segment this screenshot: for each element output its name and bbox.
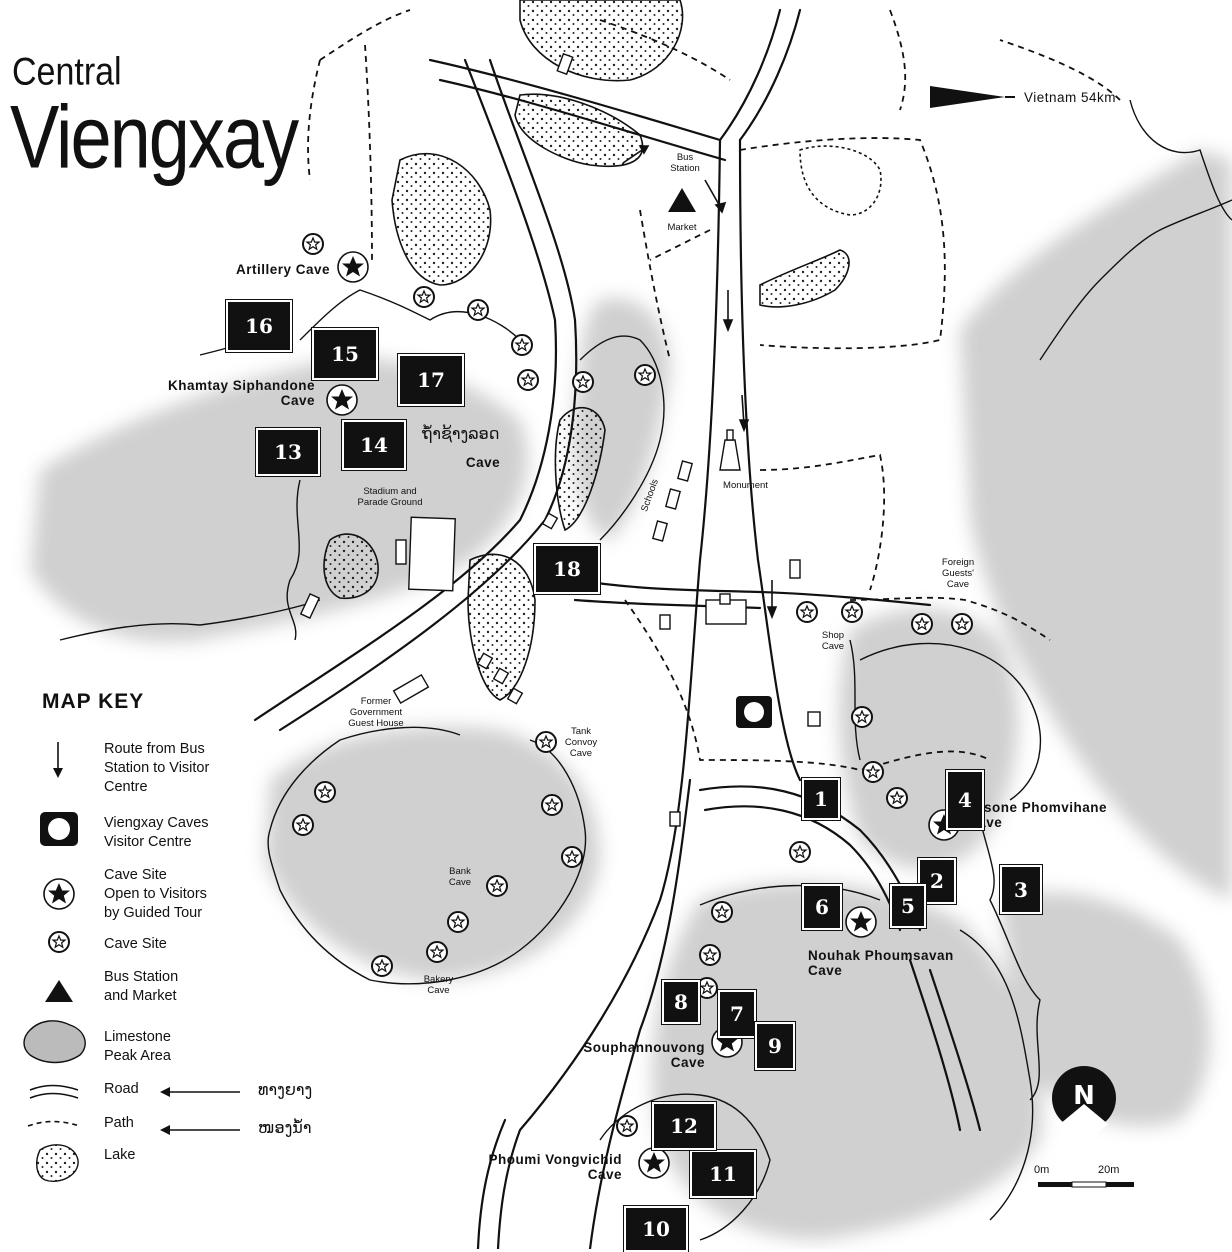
scale-end-label: 20m [1098, 1164, 1120, 1176]
legend-limestone: Limestone Peak Area [104, 1029, 171, 1064]
legend-bus-station: Bus Station and Market [104, 969, 179, 1004]
visitor-centre-icon[interactable] [736, 696, 772, 728]
legend-road: Road [104, 1081, 139, 1097]
marker-1[interactable]: 1 [801, 777, 841, 821]
marker-17[interactable]: 17 [397, 353, 465, 407]
label-khamtay-cave: Khamtay Siphandone Cave [167, 378, 315, 408]
label-lao-cave-name: ຖ້ຳຊ້າງລອດ [422, 424, 500, 443]
label-bank-cave: Bank Cave [448, 866, 472, 888]
label-former-guest-house: Former Government Guest House [348, 696, 404, 729]
marker-15[interactable]: 15 [311, 327, 379, 381]
legend-tour-cave: Cave Site Open to Visitors by Guided Tou… [104, 867, 207, 921]
legend-path-lao: ໜອງນ້ຳ [258, 1118, 312, 1137]
label-stadium: Stadium and Parade Ground [357, 486, 423, 508]
marker-14[interactable]: 14 [341, 419, 407, 471]
limestone-outlines [59, 99, 1232, 1241]
legend-symbols [23, 742, 240, 1182]
vietnam-label: Vietnam 54km [1024, 90, 1117, 105]
label-foreign-guests-cave: Foreign Guests' Cave [941, 557, 975, 590]
marker-9[interactable]: 9 [754, 1021, 796, 1071]
scale-start-label: 0m [1034, 1164, 1050, 1176]
map-key: MAP KEY [24, 690, 254, 714]
lakes [323, 0, 882, 701]
map-title-line1: Central [12, 50, 122, 94]
north-letter: N [1073, 1081, 1095, 1111]
label-market: Market [667, 222, 697, 233]
north-arrow-icon: N [1052, 1066, 1116, 1135]
buildings [299, 52, 821, 827]
legend-lake: Lake [104, 1147, 136, 1163]
vietnam-arrow-icon [930, 86, 1015, 108]
label-souphanouvong-cave: Souphannouvong Cave [583, 1040, 705, 1070]
label-bus-station: Bus Station [670, 152, 700, 174]
marker-13[interactable]: 13 [255, 427, 321, 477]
label-artillery-cave: Artillery Cave [235, 262, 330, 277]
marker-10[interactable]: 10 [623, 1205, 689, 1252]
marker-8[interactable]: 8 [661, 979, 701, 1025]
marker-11[interactable]: 11 [689, 1149, 757, 1199]
label-phoumi-cave: Phoumi Vongvichid Cave [488, 1152, 622, 1182]
marker-4[interactable]: 4 [945, 769, 985, 831]
bus-station-icon[interactable] [668, 188, 696, 212]
legend-cave-site: Cave Site [104, 936, 167, 952]
marker-18[interactable]: 18 [533, 543, 601, 595]
legend-route: Route from Bus Station to Visitor Centre [104, 741, 210, 795]
marker-3[interactable]: 3 [999, 864, 1043, 915]
marker-12[interactable]: 12 [651, 1101, 717, 1151]
paths [307, 9, 1121, 771]
label-shop-cave: Shop Cave [821, 630, 845, 652]
marker-6[interactable]: 6 [801, 883, 843, 931]
legend-road-lao: ທາງຍາງ [258, 1080, 313, 1099]
scale-bar [1038, 1181, 1134, 1188]
label-nouhak-cave: Nouhak Phoumsavan Cave [808, 948, 954, 978]
map-title-line2: Viengxay [10, 87, 299, 187]
map-key-heading: MAP KEY [42, 690, 145, 713]
legend-path: Path [104, 1115, 134, 1131]
marker-7[interactable]: 7 [717, 989, 757, 1039]
label-monument: Monument [723, 480, 768, 491]
marker-16[interactable]: 16 [225, 299, 293, 353]
label-kaysone-cave: aysone Phomvihane Cave [968, 800, 1108, 830]
marker-5[interactable]: 5 [889, 883, 927, 929]
label-cave-word: Cave [465, 455, 501, 470]
label-tank-convoy-cave: Tank Convoy Cave [564, 726, 598, 759]
roads [253, 8, 982, 1249]
label-bakery-cave: Bakery Cave [423, 974, 454, 996]
route-arrows [622, 145, 778, 620]
legend-visitor-centre: Viengxay Caves Visitor Centre [104, 815, 209, 850]
